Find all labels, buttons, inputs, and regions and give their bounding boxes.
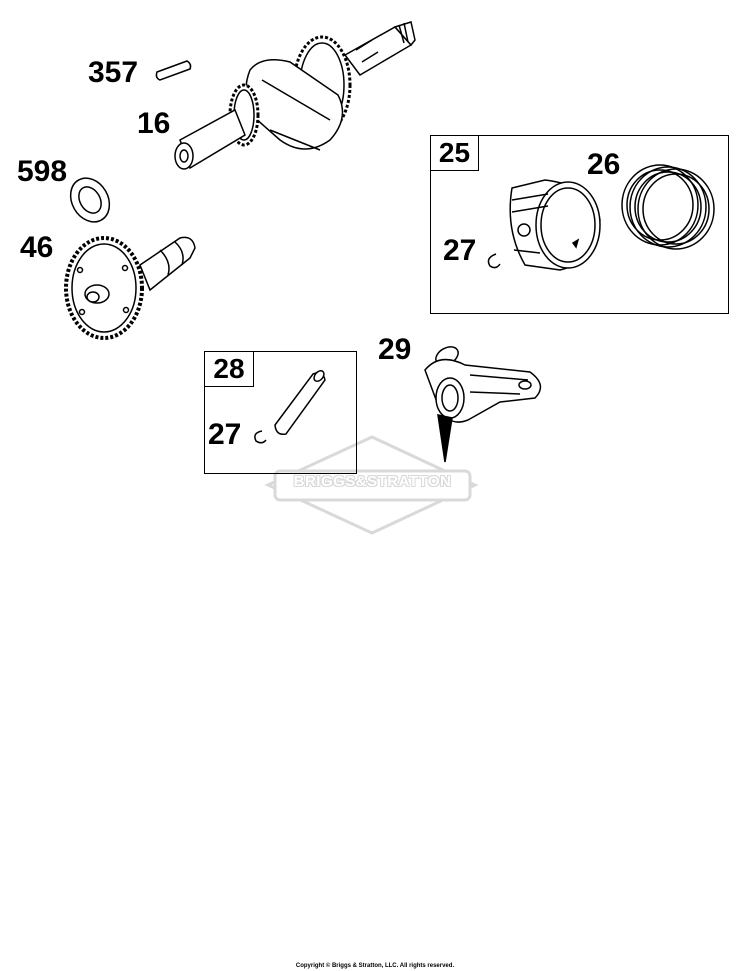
- connecting-rod-part[interactable]: [424, 343, 542, 463]
- callout-retainer-piston: 27: [443, 234, 477, 267]
- watermark-text: BRIGGS&STRATTON: [293, 473, 452, 490]
- key-part[interactable]: [155, 60, 192, 81]
- callout-washer: 598: [17, 155, 68, 188]
- callout-retainer-pin: 27: [208, 418, 242, 451]
- piston-assembly-group-box: [430, 135, 729, 314]
- piston-pin-group-label: 28: [204, 351, 254, 387]
- piston-part[interactable]: [509, 179, 601, 271]
- retainer-clip-part-piston[interactable]: [487, 253, 501, 269]
- camshaft-part[interactable]: [64, 236, 196, 340]
- crankshaft-part[interactable]: [174, 21, 416, 170]
- copyright-text: Copyright © Briggs & Stratton, LLC. All …: [295, 963, 455, 969]
- piston-pin-part[interactable]: [274, 369, 326, 436]
- callout-camshaft: 46: [20, 231, 54, 264]
- washer-part[interactable]: [63, 171, 117, 229]
- callout-connecting-rod: 29: [378, 333, 412, 366]
- briggs-stratton-watermark-logo: [264, 435, 479, 535]
- callout-key: 357: [88, 56, 139, 89]
- callout-crankshaft: 16: [137, 107, 171, 140]
- piston-pin-group-box: [204, 351, 357, 474]
- piston-assembly-group-label: 25: [430, 135, 479, 171]
- callout-piston-ring-set: 26: [587, 148, 621, 181]
- retainer-clip-part-pin[interactable]: [254, 430, 267, 444]
- piston-ring-set-part[interactable]: [621, 164, 715, 250]
